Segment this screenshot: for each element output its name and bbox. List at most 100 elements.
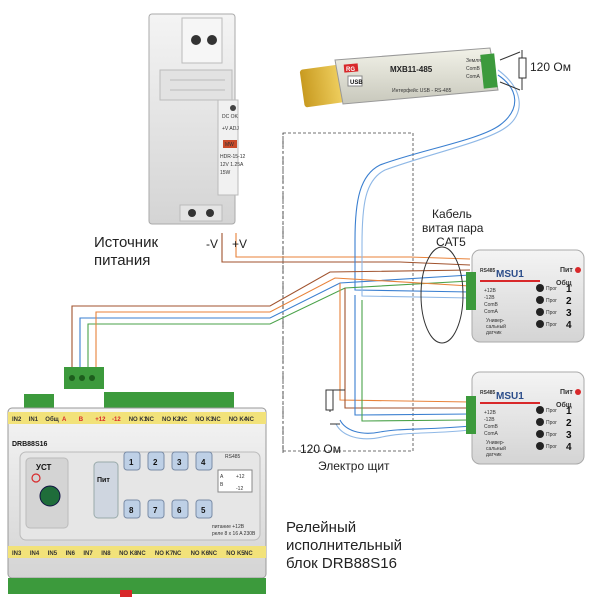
svg-text:ComA: ComA bbox=[484, 309, 499, 315]
svg-text:-12: -12 bbox=[236, 486, 243, 492]
relay-top-terminal-label: NC bbox=[245, 417, 254, 423]
relay-top-terminal-label: NC bbox=[212, 417, 221, 423]
relay-bottom-terminal-label: NC bbox=[173, 551, 182, 557]
svg-text:2: 2 bbox=[566, 418, 572, 429]
relay-bottom-terminal-label: IN7 bbox=[83, 551, 93, 557]
msu-module-1: RS485 MSU1 Пит Общ +12В -12В ComB ComA П… bbox=[466, 249, 585, 343]
svg-text:ComB: ComB bbox=[466, 66, 481, 72]
relay-model-label: DRB88S16 bbox=[12, 441, 48, 448]
cabinet-boundary bbox=[282, 132, 414, 452]
svg-text:MSU1: MSU1 bbox=[496, 269, 524, 280]
relay-label-line3: блок DRB88S16 bbox=[286, 555, 397, 572]
plus-v-label: +V bbox=[232, 237, 247, 251]
svg-text:УСТ: УСТ bbox=[36, 463, 52, 472]
svg-text:3: 3 bbox=[566, 430, 572, 441]
relay-top-terminal-label: NO K1 bbox=[129, 417, 148, 423]
svg-text:+12В: +12В bbox=[484, 410, 496, 416]
relay-bottom-terminal-label: IN3 bbox=[12, 551, 22, 557]
svg-text:Интерфейс USB - RS-485: Интерфейс USB - RS-485 bbox=[392, 87, 452, 94]
svg-text:2: 2 bbox=[153, 458, 158, 467]
svg-text:RS485: RS485 bbox=[480, 268, 496, 274]
svg-text:Общ: Общ bbox=[556, 279, 572, 287]
svg-text:4: 4 bbox=[201, 458, 206, 467]
svg-text:Прог: Прог bbox=[546, 420, 557, 426]
wire-usb-twisted-pair bbox=[354, 74, 516, 293]
relay-bottom-terminal-label: NC bbox=[137, 551, 146, 557]
cabinet-label: Электро щит bbox=[318, 459, 390, 473]
svg-text:датчик: датчик bbox=[486, 452, 502, 458]
relay-top-terminal-label: NC bbox=[179, 417, 188, 423]
resistor-bottom-label: 120 Ом bbox=[300, 442, 341, 456]
psu-brand-label bbox=[223, 140, 237, 148]
cable-bundle-marker bbox=[420, 246, 464, 344]
svg-text:-12В: -12В bbox=[484, 295, 495, 301]
svg-text:ComA: ComA bbox=[466, 74, 481, 80]
svg-text:-12В: -12В bbox=[484, 417, 495, 423]
svg-text:15W: 15W bbox=[220, 170, 231, 176]
usb-terminal-block bbox=[480, 53, 498, 89]
cable-label-line2: витая пара bbox=[422, 221, 484, 235]
svg-text:7: 7 bbox=[153, 506, 158, 515]
svg-text:Прог: Прог bbox=[546, 298, 557, 304]
relay-bottom-terminal-label: IN8 bbox=[101, 551, 111, 557]
relay-top-terminal-label: B bbox=[79, 417, 84, 423]
usb-adapter: RG USB MXB11-485 Интерфейс USB - RS-485 … bbox=[299, 47, 499, 108]
relay-bottom-terminal-label: NO K5 bbox=[226, 551, 245, 557]
relay-top-terminal-label: NO K3 bbox=[195, 417, 214, 423]
relay-top-terminal-label: A bbox=[62, 417, 67, 423]
power-supply-label-line1: Источник bbox=[94, 234, 158, 251]
svg-text:+12: +12 bbox=[236, 474, 245, 480]
svg-text:Пит: Пит bbox=[560, 389, 573, 396]
wire-bundle bbox=[71, 69, 520, 440]
svg-text:1: 1 bbox=[566, 406, 572, 417]
svg-text:Земля: Земля bbox=[466, 58, 481, 64]
svg-text:RG: RG bbox=[346, 67, 355, 73]
svg-text:питание +12В: питание +12В bbox=[212, 524, 245, 530]
svg-text:4: 4 bbox=[566, 442, 572, 453]
svg-text:4: 4 bbox=[566, 320, 572, 331]
power-supply-label-line2: питания bbox=[94, 252, 150, 269]
svg-text:MSU1: MSU1 bbox=[496, 391, 524, 402]
voltage-adjust-knob bbox=[230, 105, 236, 111]
svg-text:1: 1 bbox=[566, 284, 572, 295]
svg-text:B: B bbox=[220, 482, 224, 488]
relay-top-terminal-label: Общ bbox=[45, 416, 58, 423]
power-indicator bbox=[31, 473, 41, 483]
svg-text:12V 1.25A: 12V 1.25A bbox=[220, 162, 244, 168]
cable-label-line3: CAT5 bbox=[436, 235, 466, 249]
svg-text:8: 8 bbox=[129, 506, 134, 515]
relay-bottom-terminal-label: IN6 bbox=[66, 551, 76, 557]
svg-text:RS485: RS485 bbox=[480, 390, 496, 396]
resistor-top bbox=[499, 50, 527, 91]
svg-text:RS485: RS485 bbox=[225, 454, 241, 460]
svg-text:A: A bbox=[220, 474, 224, 480]
resistor-bottom bbox=[325, 389, 345, 425]
svg-text:датчик: датчик bbox=[486, 330, 502, 336]
svg-text:Пит: Пит bbox=[560, 267, 573, 274]
svg-text:Универ-: Универ- bbox=[486, 440, 505, 446]
relay-bottom-terminal-label: NO K7 bbox=[155, 551, 174, 557]
relay-bottom-terminal-label: NO K8 bbox=[119, 551, 138, 557]
relay-top-terminal-label: NC bbox=[145, 417, 154, 423]
svg-text:6: 6 bbox=[177, 506, 182, 515]
wire-power-plus bbox=[235, 233, 471, 260]
setup-button bbox=[39, 485, 61, 507]
svg-text:1: 1 bbox=[129, 458, 134, 467]
relay-bottom-terminal-label: NO K6 bbox=[191, 551, 210, 557]
svg-text:USB: USB bbox=[350, 80, 363, 86]
wire-terminator-bottom bbox=[339, 419, 471, 434]
relay-top-terminal-label: NO K4 bbox=[229, 417, 248, 423]
relay-bottom-terminal-label: IN4 bbox=[30, 551, 40, 557]
svg-text:+V ADJ: +V ADJ bbox=[222, 126, 239, 132]
svg-text:Общ: Общ bbox=[556, 401, 572, 409]
svg-text:ComB: ComB bbox=[484, 302, 499, 308]
svg-text:ComB: ComB bbox=[484, 424, 499, 430]
svg-text:Пит: Пит bbox=[97, 477, 110, 484]
svg-text:Универ-: Универ- bbox=[486, 318, 505, 324]
power-supply-unit: DC OK +V ADJ MW HDR-15-12 12V 1.25A 15W bbox=[148, 13, 246, 225]
svg-text:сальный: сальный bbox=[486, 323, 506, 330]
svg-text:3: 3 bbox=[566, 308, 572, 319]
